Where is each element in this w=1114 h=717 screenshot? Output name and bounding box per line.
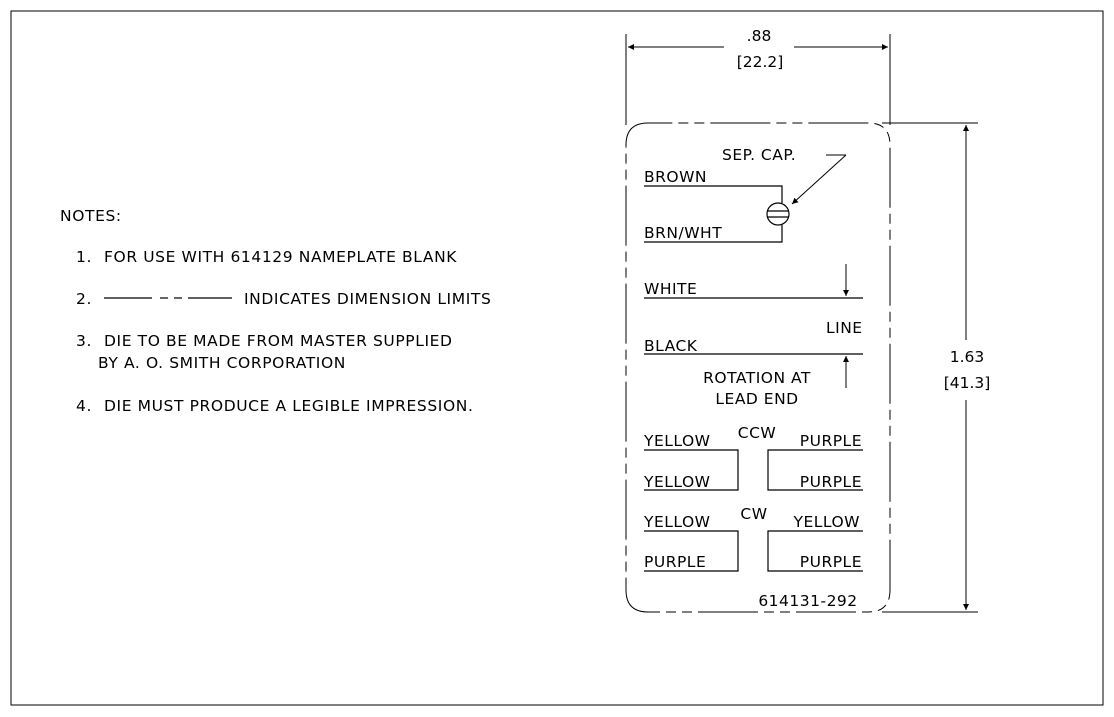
nameplate-content: SEP. CAP. BROWN BRN/WHT WHITE LINE BLACK… (643, 146, 863, 610)
sep-cap-label: SEP. CAP. (722, 146, 796, 164)
line-label: LINE (826, 319, 863, 337)
ccw-right-bottom-label: PURPLE (800, 473, 862, 491)
height-dimension: 1.63 [41.3] (882, 122, 991, 613)
wire-label-white: WHITE (644, 280, 697, 298)
note-4-number: 4. (76, 397, 92, 415)
ccw-right-top-label: PURPLE (800, 432, 862, 450)
ccw-label: CCW (738, 424, 776, 442)
width-dimension: .88 [22.2] (625, 27, 891, 125)
note-4-text: DIE MUST PRODUCE A LEGIBLE IMPRESSION. (104, 397, 473, 415)
note-2-text: INDICATES DIMENSION LIMITS (244, 290, 491, 308)
wire-label-brown: BROWN (644, 168, 707, 186)
note-1-text: FOR USE WITH 614129 NAMEPLATE BLANK (104, 248, 457, 266)
part-number: 614131-292 (758, 592, 857, 610)
note-3-number: 3. (76, 332, 92, 350)
note-3-text: DIE TO BE MADE FROM MASTER SUPPLIED (104, 332, 453, 350)
rotation-label-line2: LEAD END (715, 390, 798, 408)
height-dimension-mm: [41.3] (944, 374, 991, 392)
width-dimension-inches: .88 (747, 27, 772, 45)
ccw-left-top-label: YELLOW (643, 432, 711, 450)
note-3-text-continued: BY A. O. SMITH CORPORATION (98, 354, 346, 372)
cw-right-top-label: YELLOW (792, 513, 860, 531)
note-1-number: 1. (76, 248, 92, 266)
wire-label-brn-wht: BRN/WHT (644, 224, 722, 242)
width-dimension-mm: [22.2] (737, 53, 784, 71)
cw-left-top-label: YELLOW (643, 513, 711, 531)
notes-block: NOTES: 1. FOR USE WITH 614129 NAMEPLATE … (60, 207, 491, 415)
rotation-label-line1: ROTATION AT (703, 369, 811, 387)
note-2-number: 2. (76, 290, 92, 308)
cw-right-bottom-label: PURPLE (800, 553, 862, 571)
capacitor-symbol (766, 202, 790, 226)
wire-label-black: BLACK (644, 337, 698, 355)
cw-label: CW (740, 505, 767, 523)
drawing-border (10, 10, 1104, 706)
height-dimension-inches: 1.63 (950, 348, 985, 366)
nameplate-outline (625, 122, 891, 613)
cw-left-bottom-label: PURPLE (644, 553, 706, 571)
ccw-left-bottom-label: YELLOW (643, 473, 711, 491)
notes-heading: NOTES: (60, 207, 122, 225)
